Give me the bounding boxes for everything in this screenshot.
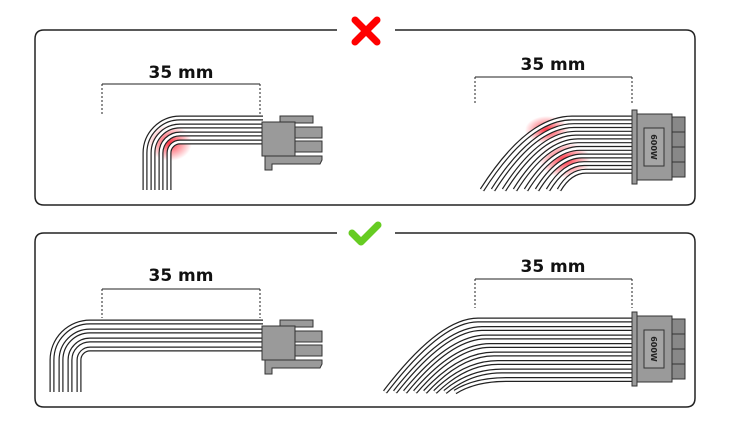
measurement-label: 35 mm [148, 63, 213, 83]
wire [143, 116, 263, 190]
wire [556, 168, 633, 192]
wire [383, 318, 633, 393]
measure-bracket-right [474, 76, 633, 104]
measurement-label: 35 mm [520, 257, 585, 277]
wire [414, 344, 633, 393]
connector-rating: 600W [649, 336, 658, 362]
12vhpwr-connector: 600W [631, 109, 686, 185]
wire [68, 338, 263, 392]
measure-bracket-right [474, 278, 633, 308]
wire [513, 139, 633, 191]
wire [76, 346, 263, 392]
wire [546, 162, 633, 191]
wire [502, 131, 633, 191]
wire [424, 352, 633, 393]
wire [444, 369, 633, 393]
connector-rating: 600W [649, 134, 658, 160]
wire [434, 361, 633, 393]
wire [535, 154, 633, 191]
wire [480, 116, 633, 191]
measurement-label: 35 mm [520, 55, 585, 75]
wire [491, 124, 633, 191]
wire [59, 329, 263, 392]
wire [393, 327, 633, 393]
pcie-6pin-connector [261, 319, 323, 375]
pcie-6pin-connector [261, 115, 323, 171]
cable-wires-6pin-sharp-bend [142, 115, 263, 190]
measure-bracket-left [101, 288, 261, 318]
wire [77, 347, 263, 392]
wire [159, 132, 263, 190]
wire [151, 124, 263, 190]
wire [454, 378, 633, 394]
cable-wires-12vhpwr-sharp-bend [479, 115, 633, 192]
wire [557, 169, 633, 191]
panel-border [34, 29, 696, 206]
wire [403, 335, 633, 393]
measurement-label: 35 mm [148, 266, 213, 286]
panel-border [34, 232, 696, 408]
cable-wires-12vhpwr-proper-bend [383, 317, 633, 395]
12vhpwr-connector: 600W [631, 311, 686, 387]
measure-bracket-left [101, 83, 261, 114]
check-icon [348, 221, 382, 246]
wire [524, 147, 633, 191]
correct-panel: 600W 35 mm 35 mm [34, 221, 696, 408]
incorrect-panel: 600W 35 mm 35 mm [34, 16, 696, 206]
cable-wires-6pin-proper-bend [49, 319, 263, 392]
wire [167, 140, 263, 190]
wire [50, 320, 263, 392]
x-icon [351, 16, 381, 46]
